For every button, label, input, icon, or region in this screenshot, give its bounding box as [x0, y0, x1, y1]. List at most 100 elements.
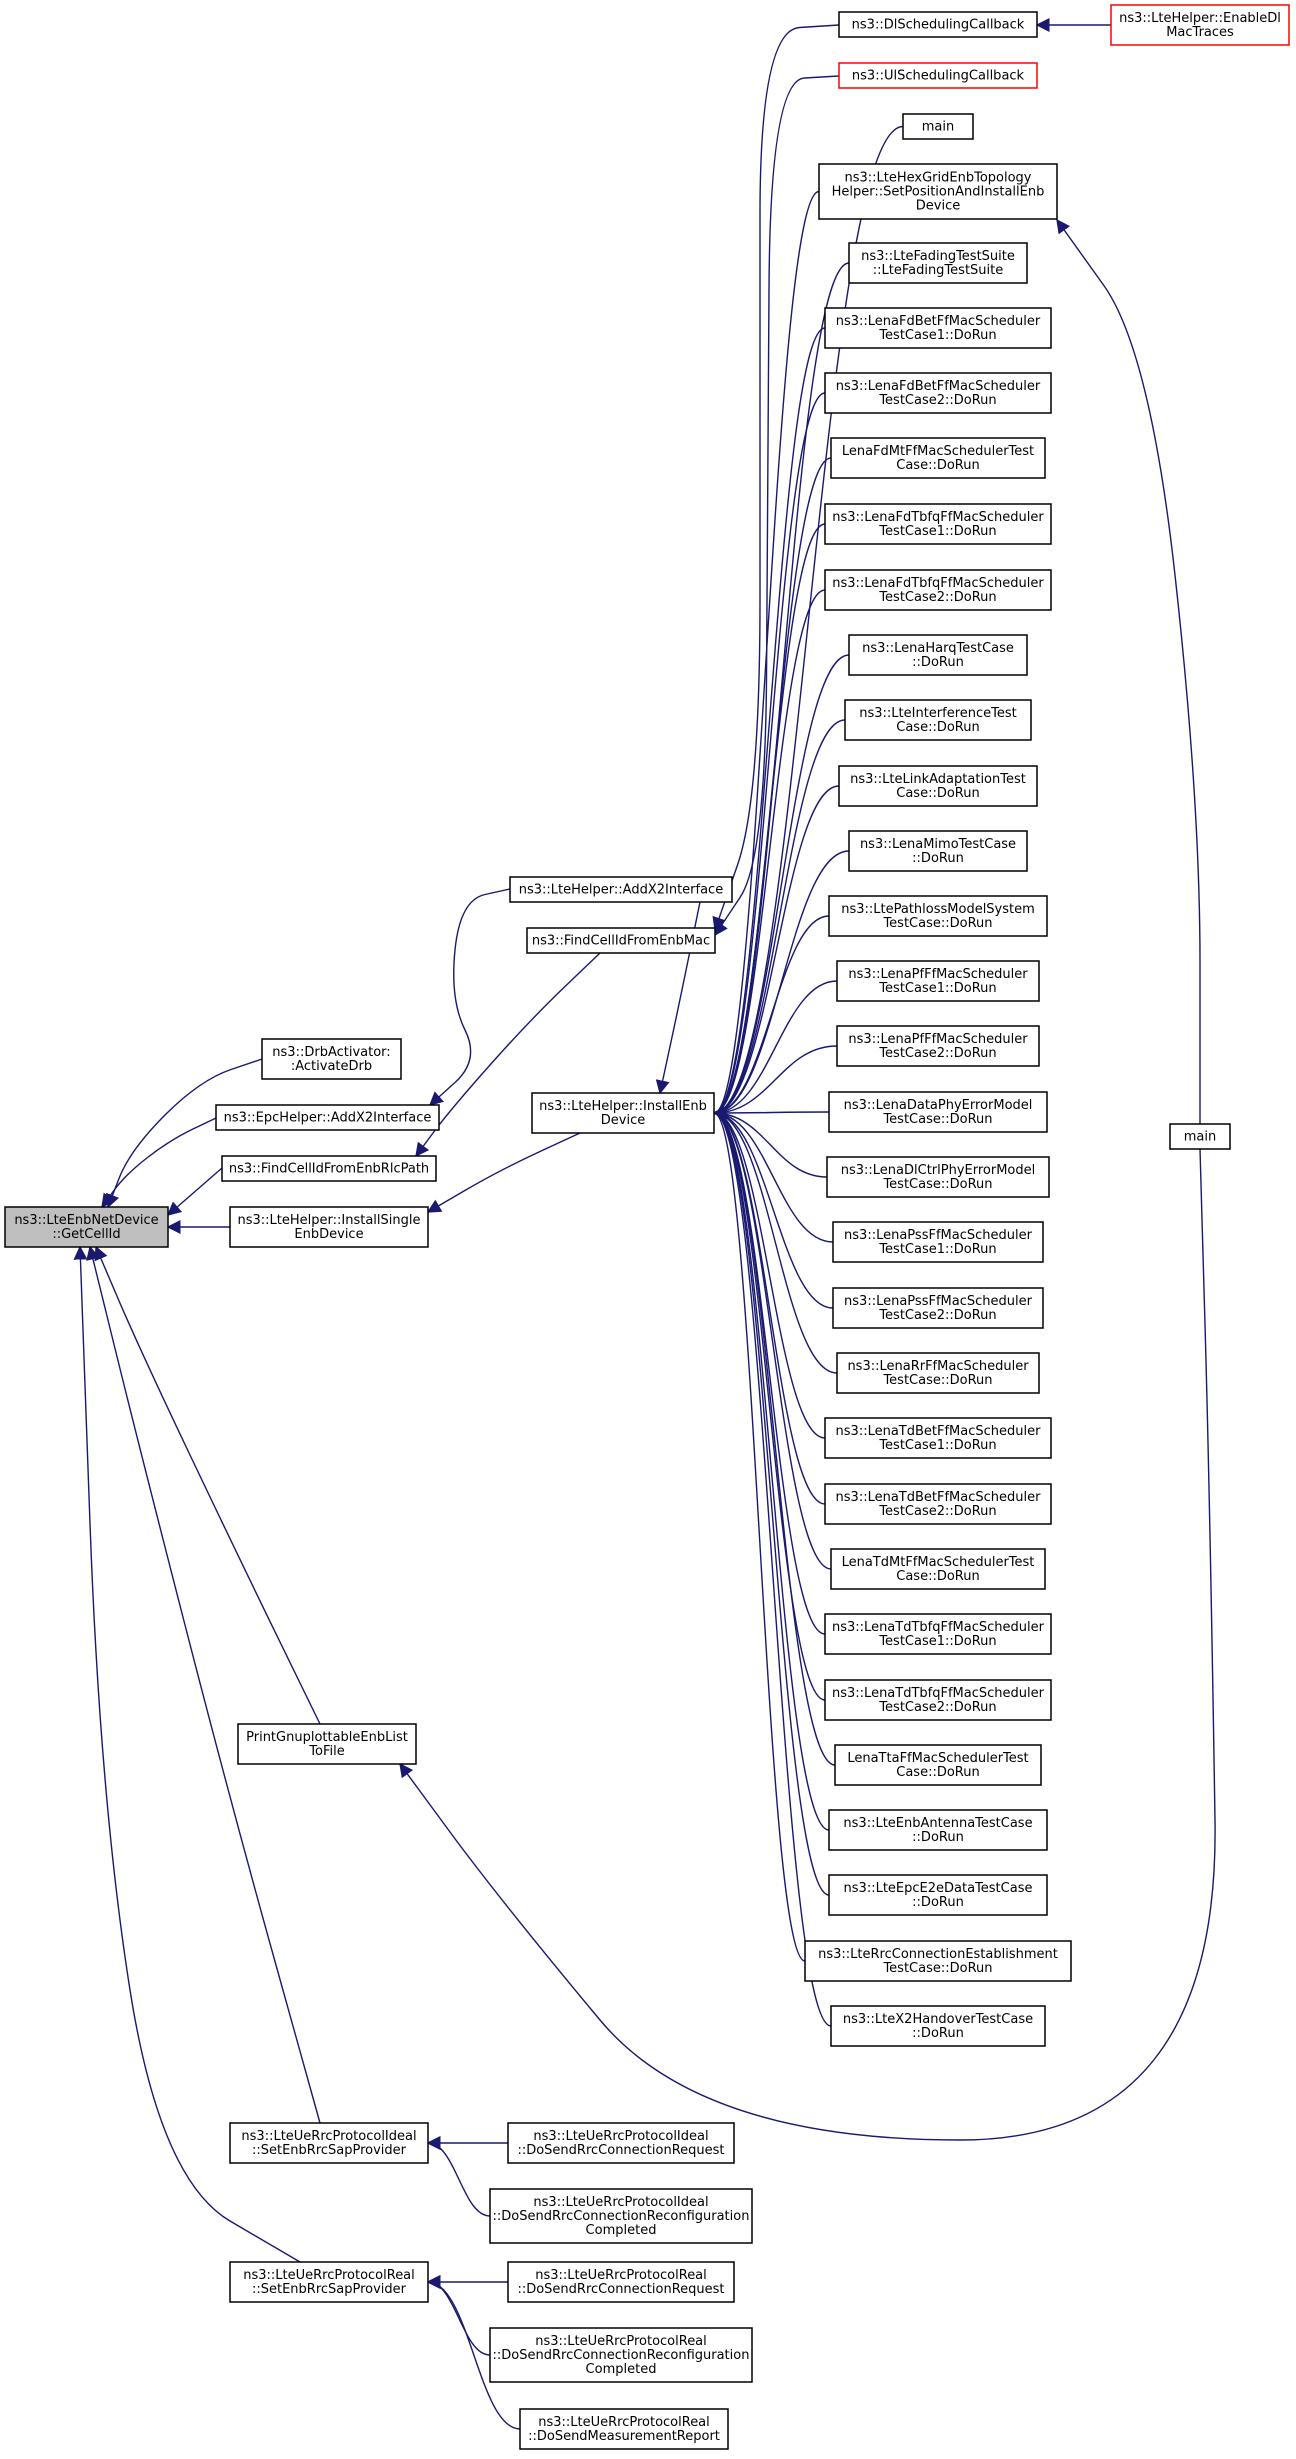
node-box[interactable] [848, 242, 1028, 284]
node-box[interactable] [830, 2005, 1046, 2047]
node-box[interactable] [229, 1206, 429, 1248]
node-fading[interactable]: ns3::LteFadingTestSuite::LteFadingTestSu… [848, 242, 1028, 284]
node-ideal_reconf[interactable]: ns3::LteUeRrcProtocolIdeal::DoSendRrcCon… [489, 2188, 753, 2244]
node-box[interactable] [824, 1679, 1052, 1721]
node-rrcideal[interactable]: ns3::LteUeRrcProtocolIdeal::SetEnbRrcSap… [229, 2122, 429, 2164]
node-box[interactable] [836, 960, 1040, 1002]
node-box[interactable] [237, 1723, 417, 1765]
node-box[interactable] [4, 1206, 169, 1248]
node-ulsched[interactable]: ns3::UlSchedulingCallback [838, 62, 1038, 89]
node-findcellrlc[interactable]: ns3::FindCellIdFromEnbRlcPath [221, 1155, 437, 1182]
node-box[interactable] [844, 699, 1032, 741]
node-main1[interactable]: main [902, 113, 974, 140]
node-drbactivator[interactable]: ns3::DrbActivator::ActivateDrb [261, 1038, 402, 1080]
node-tdbet2[interactable]: ns3::LenaTdBetFfMacSchedulerTestCase2::D… [824, 1483, 1052, 1525]
node-box[interactable] [818, 163, 1058, 220]
node-rrcreal[interactable]: ns3::LteUeRrcProtocolReal::SetEnbRrcSapP… [229, 2261, 429, 2303]
node-pf2[interactable]: ns3::LenaPfFfMacSchedulerTestCase2::DoRu… [836, 1025, 1040, 1067]
node-box[interactable] [507, 2261, 735, 2303]
node-box[interactable] [828, 1874, 1048, 1916]
node-real_reconf[interactable]: ns3::LteUeRrcProtocolReal::DoSendRrcConn… [489, 2327, 753, 2383]
node-box[interactable] [834, 1744, 1042, 1786]
node-real_meas[interactable]: ns3::LteUeRrcProtocolReal::DoSendMeasure… [519, 2408, 729, 2450]
node-box[interactable] [902, 113, 974, 140]
node-box[interactable] [509, 876, 733, 903]
node-box[interactable] [526, 927, 716, 954]
node-box[interactable] [1169, 1123, 1231, 1150]
node-box[interactable] [824, 372, 1052, 414]
node-hexgrid[interactable]: ns3::LteHexGridEnbTopologyHelper::SetPos… [818, 163, 1058, 220]
node-epce2e[interactable]: ns3::LteEpcE2eDataTestCase::DoRun [828, 1874, 1048, 1916]
node-box[interactable] [824, 569, 1052, 611]
node-getcellid[interactable]: ns3::LteEnbNetDevice::GetCellId [4, 1206, 169, 1248]
node-box[interactable] [826, 1156, 1050, 1198]
node-box[interactable] [836, 1352, 1040, 1394]
node-fdtbfq1[interactable]: ns3::LenaFdTbfqFfMacSchedulerTestCase1::… [824, 503, 1052, 545]
node-box[interactable] [836, 1025, 1040, 1067]
node-epcaddx2[interactable]: ns3::EpcHelper::AddX2Interface [215, 1104, 440, 1131]
node-box[interactable] [215, 1104, 440, 1131]
node-box[interactable] [838, 765, 1038, 807]
node-box[interactable] [261, 1038, 402, 1080]
node-dlctrl[interactable]: ns3::LenaDlCtrlPhyErrorModelTestCase::Do… [826, 1156, 1050, 1198]
node-box[interactable] [804, 1940, 1072, 1982]
node-rrcconn[interactable]: ns3::LteRrcConnectionEstablishmentTestCa… [804, 1940, 1072, 1982]
node-box[interactable] [830, 437, 1046, 479]
node-x2handover[interactable]: ns3::LteX2HandoverTestCase::DoRun [830, 2005, 1046, 2047]
node-pss1[interactable]: ns3::LenaPssFfMacSchedulerTestCase1::DoR… [832, 1221, 1044, 1263]
node-box[interactable] [824, 1483, 1052, 1525]
node-box[interactable] [221, 1155, 437, 1182]
node-findcellmac[interactable]: ns3::FindCellIdFromEnbMac [526, 927, 716, 954]
node-box[interactable] [489, 2188, 753, 2244]
node-box[interactable] [229, 2122, 429, 2164]
node-box[interactable] [489, 2327, 753, 2383]
node-box[interactable] [824, 503, 1052, 545]
node-mimo[interactable]: ns3::LenaMimoTestCase::DoRun [848, 830, 1028, 872]
node-box[interactable] [519, 2408, 729, 2450]
node-fdtbfq2[interactable]: ns3::LenaFdTbfqFfMacSchedulerTestCase2::… [824, 569, 1052, 611]
node-box[interactable] [1110, 4, 1290, 46]
node-ideal_req[interactable]: ns3::LteUeRrcProtocolIdeal::DoSendRrcCon… [507, 2122, 735, 2164]
node-box[interactable] [507, 2122, 735, 2164]
node-tdtbfq2[interactable]: ns3::LenaTdTbfqFfMacSchedulerTestCase2::… [824, 1679, 1052, 1721]
node-pathloss[interactable]: ns3::LtePathlossModelSystemTestCase::DoR… [828, 895, 1048, 937]
node-dlsched[interactable]: ns3::DlSchedulingCallback [838, 11, 1038, 38]
node-box[interactable] [848, 634, 1028, 676]
node-box[interactable] [828, 1091, 1048, 1133]
node-box[interactable] [832, 1287, 1044, 1329]
node-box[interactable] [531, 1092, 715, 1134]
node-fdbet1[interactable]: ns3::LenaFdBetFfMacSchedulerTestCase1::D… [824, 307, 1052, 349]
node-tdtbfq1[interactable]: ns3::LenaTdTbfqFfMacSchedulerTestCase1::… [824, 1613, 1052, 1655]
node-lteaddx2[interactable]: ns3::LteHelper::AddX2Interface [509, 876, 733, 903]
node-pss2[interactable]: ns3::LenaPssFfMacSchedulerTestCase2::DoR… [832, 1287, 1044, 1329]
node-fdbet2[interactable]: ns3::LenaFdBetFfMacSchedulerTestCase2::D… [824, 372, 1052, 414]
node-dataphy[interactable]: ns3::LenaDataPhyErrorModelTestCase::DoRu… [828, 1091, 1048, 1133]
node-box[interactable] [824, 307, 1052, 349]
node-box[interactable] [824, 1613, 1052, 1655]
node-main2[interactable]: main [1169, 1123, 1231, 1150]
node-box[interactable] [824, 1417, 1052, 1459]
node-harq[interactable]: ns3::LenaHarqTestCase::DoRun [848, 634, 1028, 676]
node-pf1[interactable]: ns3::LenaPfFfMacSchedulerTestCase1::DoRu… [836, 960, 1040, 1002]
node-tdbet1[interactable]: ns3::LenaTdBetFfMacSchedulerTestCase1::D… [824, 1417, 1052, 1459]
node-antenna[interactable]: ns3::LteEnbAntennaTestCase::DoRun [828, 1809, 1048, 1851]
node-box[interactable] [828, 1809, 1048, 1851]
node-box[interactable] [838, 62, 1038, 89]
node-box[interactable] [848, 830, 1028, 872]
node-real_req[interactable]: ns3::LteUeRrcProtocolReal::DoSendRrcConn… [507, 2261, 735, 2303]
node-box[interactable] [832, 1221, 1044, 1263]
node-box[interactable] [828, 895, 1048, 937]
node-box[interactable] [838, 11, 1038, 38]
node-box[interactable] [229, 2261, 429, 2303]
node-box[interactable] [830, 1548, 1046, 1590]
